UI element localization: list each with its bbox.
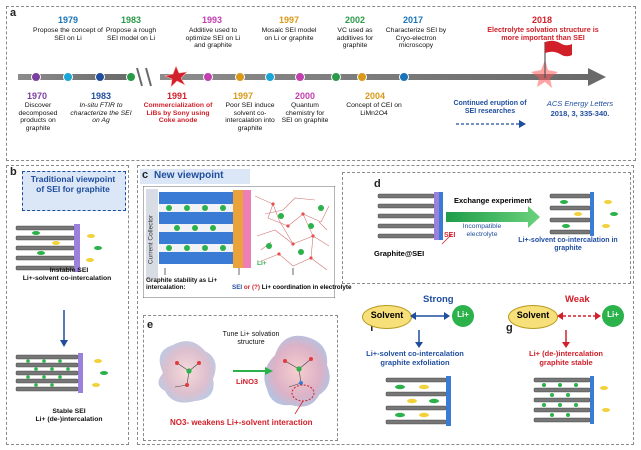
event-2002: VC used as additives for graphite xyxy=(336,27,374,50)
incompatible-label: Incompatible electrolyte xyxy=(462,223,502,238)
solvent-oval-f xyxy=(362,305,412,329)
caption-f-1: Li+-solvent co-intercalation xyxy=(366,349,464,358)
panel-b-graphics xyxy=(15,224,108,393)
li-label-g: Li+ xyxy=(607,310,619,319)
li-label-f: Li+ xyxy=(457,310,469,319)
year-2002: 2002 xyxy=(344,15,366,25)
star-1991-icon xyxy=(164,65,188,88)
strong-label: Strong xyxy=(423,294,454,305)
citation-journal: ACS Energy Letters xyxy=(546,99,614,108)
year-2017: 2017 xyxy=(402,15,424,25)
tune-label: Tune Li+ solvation structure xyxy=(222,331,280,346)
down-arrow-f xyxy=(415,330,423,348)
year-1997-bottom: 1997 xyxy=(232,91,254,101)
event-2018: Electrolyte solvation structure is more … xyxy=(487,25,599,42)
caption-f-2: graphite exfoliation xyxy=(380,358,450,367)
caption-sei-or: SEI or (?) Li+ coordination in electroly… xyxy=(232,284,352,291)
de-intercalation-label: Li+ (de-)intercalation xyxy=(35,416,103,423)
panel-e-graphics xyxy=(158,335,330,415)
panel-c-simulation xyxy=(143,186,335,298)
year-2000: 2000 xyxy=(294,91,316,101)
year-1983-bottom: 1983 xyxy=(90,91,112,101)
li-label-c: Li+ xyxy=(257,260,267,267)
event-2017: Characterize SEI by Cryo-electron micros… xyxy=(385,27,447,50)
year-1993: 1993 xyxy=(201,15,223,25)
panel-b-title: Traditional viewpoint of SEI for graphit… xyxy=(30,174,116,194)
caption-graphite-stability: Graphite stability as Li+ intercalation: xyxy=(146,277,218,291)
caption-coordination: Li+ coordination in electrolyte xyxy=(261,284,352,291)
graphite-exfoliated xyxy=(385,376,451,426)
year-2004: 2004 xyxy=(364,91,386,101)
down-arrow-g xyxy=(562,330,570,348)
current-collector-label: Current Collector xyxy=(147,214,155,265)
graphite-stable xyxy=(533,376,610,424)
panel-c-label: c xyxy=(142,169,149,181)
sei-label-d: SEI xyxy=(444,232,456,239)
weak-label: Weak xyxy=(565,294,590,305)
year-1997-top: 1997 xyxy=(278,15,300,25)
exchange-label: Exchange experiment xyxy=(454,196,532,205)
stable-sei-label: Stable SEI xyxy=(52,408,86,415)
year-1970: 1970 xyxy=(26,91,48,101)
panel-f-label: f xyxy=(370,322,374,334)
year-1979: 1979 xyxy=(57,15,79,25)
event-1993: Additive used to optimize SEI on Li and … xyxy=(185,27,241,50)
year-1983-top: 1983 xyxy=(120,15,142,25)
timeline-dots xyxy=(31,72,409,82)
caption-sei: SEI xyxy=(232,284,243,291)
event-2000: Quantum chemistry for SEI on graphite xyxy=(281,102,329,125)
weak-arrow xyxy=(557,312,601,320)
event-1997-bottom: Poor SEI induce solvent co-intercalation… xyxy=(225,102,275,132)
li-circle-g xyxy=(602,305,624,327)
solvent-label-f: Solvent xyxy=(370,310,404,320)
year-1991: 1991 xyxy=(166,91,188,101)
panel-b-label: b xyxy=(10,166,17,178)
event-1983-bottom: In-situ FTIR to characterize the SEI on … xyxy=(70,102,132,125)
event-1970: Discover decomposed products on graphite xyxy=(18,102,58,132)
flag-icon xyxy=(531,40,572,88)
panel-c xyxy=(137,165,634,445)
panel-d-graphics xyxy=(377,192,618,245)
weakens-label: NO3- weakens Li+-solvent interaction xyxy=(170,418,313,427)
caption-or: or (?) xyxy=(243,284,260,291)
event-1997-top: Mosaic SEI model on Li or graphite xyxy=(261,27,317,42)
co-intercalation-label: Li+-solvent co-intercalation xyxy=(22,275,112,282)
panel-d xyxy=(342,172,631,284)
lino3-label: LiNO3 xyxy=(236,377,259,386)
panel-e xyxy=(143,315,338,441)
strong-arrow xyxy=(410,312,450,320)
panel-c-title: New viewpoint xyxy=(154,170,224,181)
panel-a xyxy=(6,6,636,161)
caption-g-1: Li+ (de-)intercalation xyxy=(529,349,603,358)
panel-b xyxy=(6,165,129,445)
eruption-text: Continued eruption of SEI researches xyxy=(453,100,527,115)
panel-a-label: a xyxy=(10,7,17,19)
panel-b-title-box xyxy=(22,171,126,211)
event-1979: Propose the concept of SEI on Li xyxy=(33,27,103,42)
panel-e-label: e xyxy=(147,319,154,331)
citation-ref: 2018, 3, 335-340. xyxy=(550,109,610,118)
li-circle-f xyxy=(452,305,474,327)
instable-sei-label: Instable SEI xyxy=(49,267,89,274)
year-2018: 2018 xyxy=(531,15,553,25)
event-1991: Commercialization of LiBs by Sony using … xyxy=(143,102,213,125)
event-2004: Concept of CEI on LiMn2O4 xyxy=(346,102,402,117)
event-1983-top: Propose a rough SEI model on Li xyxy=(105,27,157,42)
panel-d-label: d xyxy=(374,178,381,190)
result-label-d: Li+-solvent co-intercalation in graphite xyxy=(518,237,618,252)
panel-g-label: g xyxy=(506,322,513,334)
caption-g-2: graphite stable xyxy=(539,358,593,367)
graphite-sei-label: Graphite@SEI xyxy=(374,249,425,258)
panel-c-title-box xyxy=(140,169,250,184)
solvent-oval-g xyxy=(508,305,558,329)
timeline-arrow xyxy=(18,40,606,128)
solvent-label-g: Solvent xyxy=(516,310,550,320)
